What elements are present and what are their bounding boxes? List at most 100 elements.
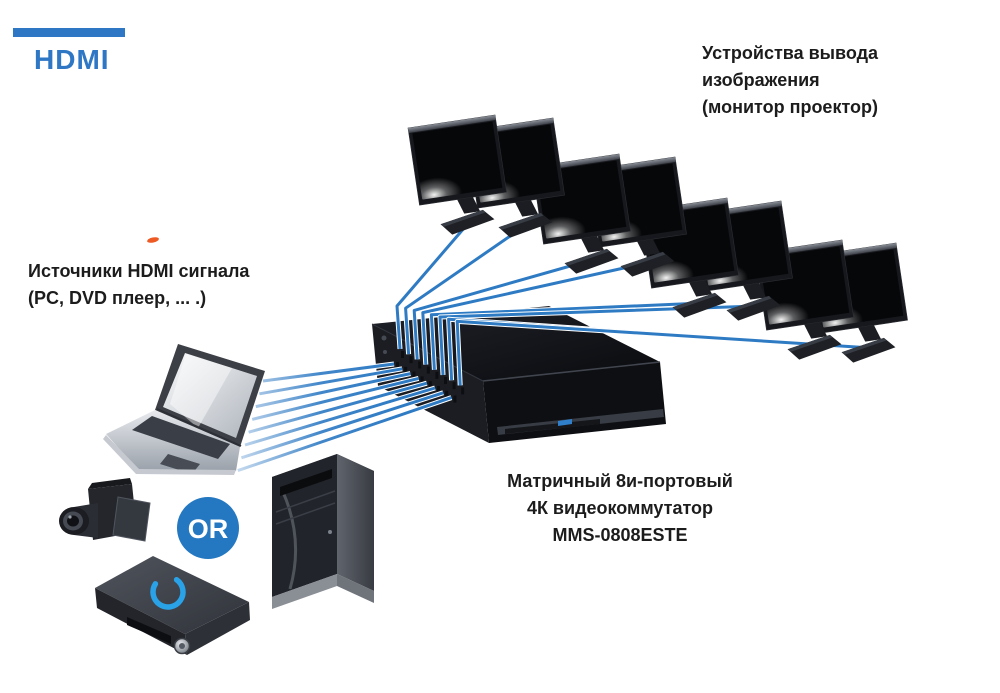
output-port-nub: [444, 377, 447, 384]
or-badge-circle: [177, 497, 239, 559]
sources-label: Источники HDMI сигнала (PC, DVD плеер, .…: [28, 261, 250, 308]
switch-front-face: [483, 362, 666, 443]
camcorder-flip-screen: [112, 496, 151, 542]
input-hdmi-cable: [262, 362, 395, 383]
tower-seam-1: [275, 490, 336, 513]
monitor-stand-neck: [804, 322, 828, 339]
laptop-hinge: [156, 408, 242, 447]
monitor-stand-neck: [581, 236, 605, 253]
tower-plinth-front: [272, 574, 337, 609]
camcorder-top-ridge: [88, 478, 132, 489]
tower-seam-2: [275, 502, 336, 525]
output-hdmi-cable: [404, 221, 530, 355]
output-hdmi-cable: [429, 301, 704, 370]
monitor-stand-foot: [787, 334, 842, 360]
input-hdmi-cable: [248, 381, 428, 434]
output-port-nub: [418, 361, 422, 369]
switch-top-face: [372, 306, 660, 381]
laptop-front-rim: [103, 435, 236, 475]
output-port-nub: [409, 356, 413, 364]
input-hdmi-cable: [255, 372, 411, 409]
input-hdmi-cables: [236, 361, 457, 473]
output-port-nub: [461, 387, 465, 395]
monitor-screen-glint: [759, 302, 809, 325]
input-hdmi-cable: [259, 367, 403, 396]
or-badge-text: OR: [188, 514, 229, 544]
output-hdmi-cables: [394, 218, 873, 395]
monitor-stand-foot: [498, 212, 553, 238]
orange-mark: [147, 237, 159, 243]
monitor-stand-foot: [440, 209, 495, 235]
bluray-knob-center: [179, 643, 185, 649]
monitor-stand-foot-highlight: [726, 295, 772, 313]
output-hdmi-cable: [412, 257, 596, 360]
laptop-screen-glare: [170, 354, 232, 428]
laptop-keyboard: [132, 416, 230, 459]
monitor-screen-glint: [536, 216, 586, 239]
monitor-stand-neck: [457, 197, 481, 214]
bluray-logo-swirl: [150, 574, 186, 610]
monitor-stand-foot: [841, 337, 896, 363]
monitor-stand-foot-highlight: [620, 251, 666, 269]
monitor-stand-neck: [743, 283, 767, 300]
monitor-screen-glint: [412, 177, 462, 200]
input-port-nub: [428, 381, 432, 389]
switch-front-slot: [505, 419, 600, 434]
monitor-top-edge: [408, 114, 496, 133]
output-port-nub: [435, 371, 439, 379]
input-hdmi-cable: [237, 396, 452, 473]
laptop-touchpad: [160, 454, 200, 474]
output-port-nub: [401, 351, 404, 358]
monitor-stand-foot-highlight: [498, 212, 544, 230]
outputs-label: Устройства вывода изображения (монитор п…: [702, 43, 879, 117]
output-monitors: [407, 114, 908, 363]
monitor-stand-foot-highlight: [841, 337, 887, 355]
bluray-right-face: [185, 602, 250, 655]
bluray-display-slot: [127, 617, 171, 644]
monitor-stand-foot: [672, 292, 727, 318]
monitor-stand-foot-highlight: [440, 209, 486, 227]
switch-front-led: [558, 419, 572, 426]
output-hdmi-cable: [395, 219, 473, 350]
monitor-illustration: [407, 114, 507, 235]
bluray-top-face: [95, 556, 249, 634]
bluray-player-illustration: [95, 556, 250, 655]
output-hdmi-cable: [438, 304, 758, 376]
switch-front-top-edge: [482, 361, 661, 382]
camcorder-illustration: [59, 478, 151, 542]
monitor-stand-foot: [620, 251, 675, 277]
hdmi-logo-text: HDMI: [34, 44, 110, 75]
output-hdmi-cable: [455, 319, 873, 386]
tower-lock-dot: [328, 530, 332, 534]
monitor-stand-neck: [515, 200, 539, 217]
camcorder-lens-glint: [68, 515, 72, 519]
monitor-stand-neck: [689, 280, 713, 297]
monitor-stand-foot-highlight: [564, 248, 610, 266]
input-hdmi-cable: [251, 376, 419, 421]
monitor-illustration: [639, 197, 739, 318]
tower-front-highlight: [281, 491, 298, 590]
input-port-nub: [396, 362, 399, 369]
monitor-stand-neck: [858, 325, 882, 342]
switch-label: Матричный 8и-портовый 4К видеокоммутатор…: [507, 471, 733, 545]
input-port-nub: [404, 366, 408, 374]
hdmi-logo-bar: [13, 28, 125, 37]
tower-side-face: [337, 454, 374, 591]
laptop-screen: [163, 353, 257, 438]
monitor-stand-neck: [637, 239, 661, 256]
monitor-stand-foot: [726, 295, 781, 321]
input-port-nub: [453, 395, 457, 403]
output-port-nub: [452, 382, 456, 390]
tower-drive-bay: [280, 469, 332, 496]
matrix-switch-illustration: [371, 306, 666, 443]
input-port-nub: [412, 371, 416, 379]
monitor-stand-foot-highlight: [672, 292, 718, 310]
monitor-stand-foot-highlight: [787, 334, 833, 352]
output-hdmi-cable: [421, 260, 652, 365]
input-hdmi-cable: [244, 386, 436, 447]
input-hdmi-cable: [240, 391, 444, 460]
output-port-nub: [426, 366, 430, 374]
or-badge: OR: [177, 497, 239, 559]
